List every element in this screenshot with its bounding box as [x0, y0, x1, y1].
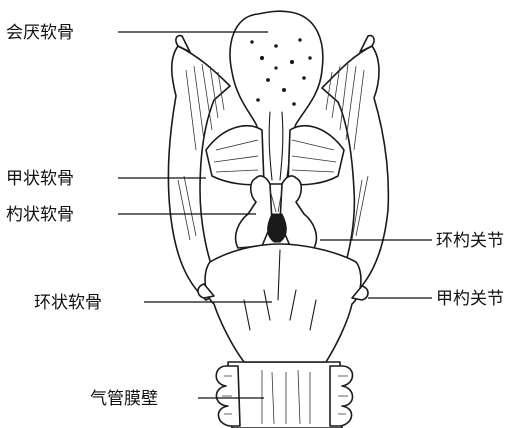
- label-thyroid-cartilage: 甲状软骨: [6, 169, 74, 189]
- label-arytenoid-cartilage: 杓状软骨: [6, 205, 74, 225]
- arytenoid-cartilages: [236, 176, 317, 248]
- label-epiglottis: 会厌软骨: [6, 23, 74, 43]
- label-cricoid-cartilage: 环状软骨: [34, 293, 102, 313]
- label-cricothyroid-joint: 甲杓关节: [436, 289, 504, 309]
- trachea: [216, 362, 352, 428]
- label-cricoarytenoid-joint: 环杓关节: [436, 231, 504, 251]
- label-tracheal-membrane: 气管膜壁: [90, 389, 158, 409]
- cricoid-cartilage: [198, 244, 368, 362]
